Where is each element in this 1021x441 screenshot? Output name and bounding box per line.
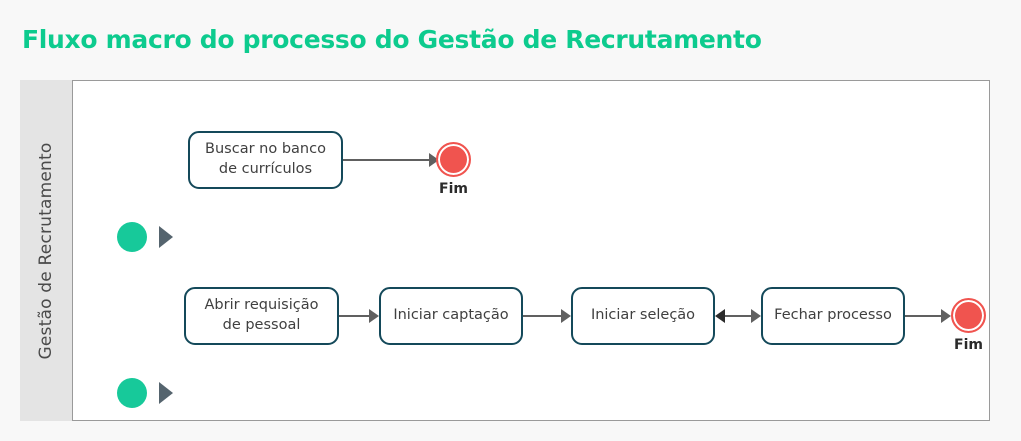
task-iniciar-captacao[interactable]: Iniciar captação: [379, 287, 523, 345]
sequence-marker-1-icon: [159, 226, 173, 248]
connector-fechar-to-fim: [905, 309, 951, 323]
sequence-marker-2-icon: [159, 382, 173, 404]
lane-header: Gestão de Recrutamento: [20, 80, 72, 421]
start-event-2[interactable]: [117, 378, 147, 408]
task-iniciar-selecao[interactable]: Iniciar seleção: [571, 287, 715, 345]
end-event-1-label: Fim: [439, 181, 468, 197]
lane-header-label: Gestão de Recrutamento: [36, 142, 56, 359]
end-event-2[interactable]: [951, 298, 986, 333]
connector-buscar-to-fim: [343, 153, 439, 167]
task-abrir-requisicao-pessoal[interactable]: Abrir requisição de pessoal: [184, 287, 339, 345]
task-fechar-processo[interactable]: Fechar processo: [761, 287, 905, 345]
diagram-canvas: Buscar no banco de currículos Fim Abrir …: [72, 80, 990, 421]
end-event-2-label: Fim: [954, 337, 983, 353]
connector-selecao-fechar-bidirectional: [715, 309, 761, 323]
page-title: Fluxo macro do processo do Gestão de Rec…: [22, 25, 762, 54]
process-pool: Gestão de Recrutamento Buscar no banco d…: [20, 80, 990, 421]
connector-abrir-to-captacao: [339, 309, 379, 323]
task-buscar-banco-curriculos[interactable]: Buscar no banco de currículos: [188, 131, 343, 189]
start-event-1[interactable]: [117, 222, 147, 252]
end-event-1[interactable]: [436, 142, 471, 177]
connector-captacao-to-selecao: [523, 309, 571, 323]
